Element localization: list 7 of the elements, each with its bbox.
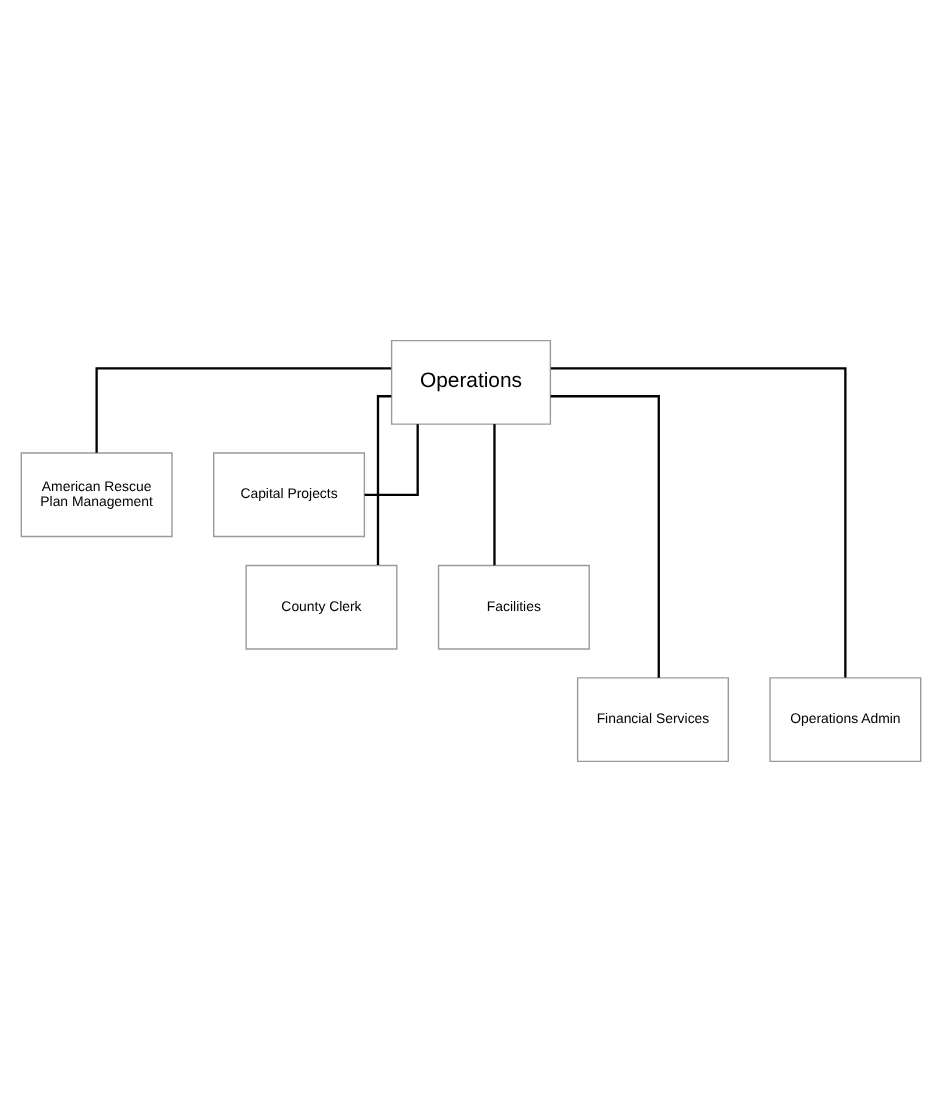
connector (95, 366, 392, 452)
connector (364, 423, 419, 495)
node-box: Operations (390, 338, 552, 424)
connector (376, 394, 392, 565)
connector (493, 423, 496, 565)
connector (550, 366, 847, 677)
connector (550, 394, 660, 677)
